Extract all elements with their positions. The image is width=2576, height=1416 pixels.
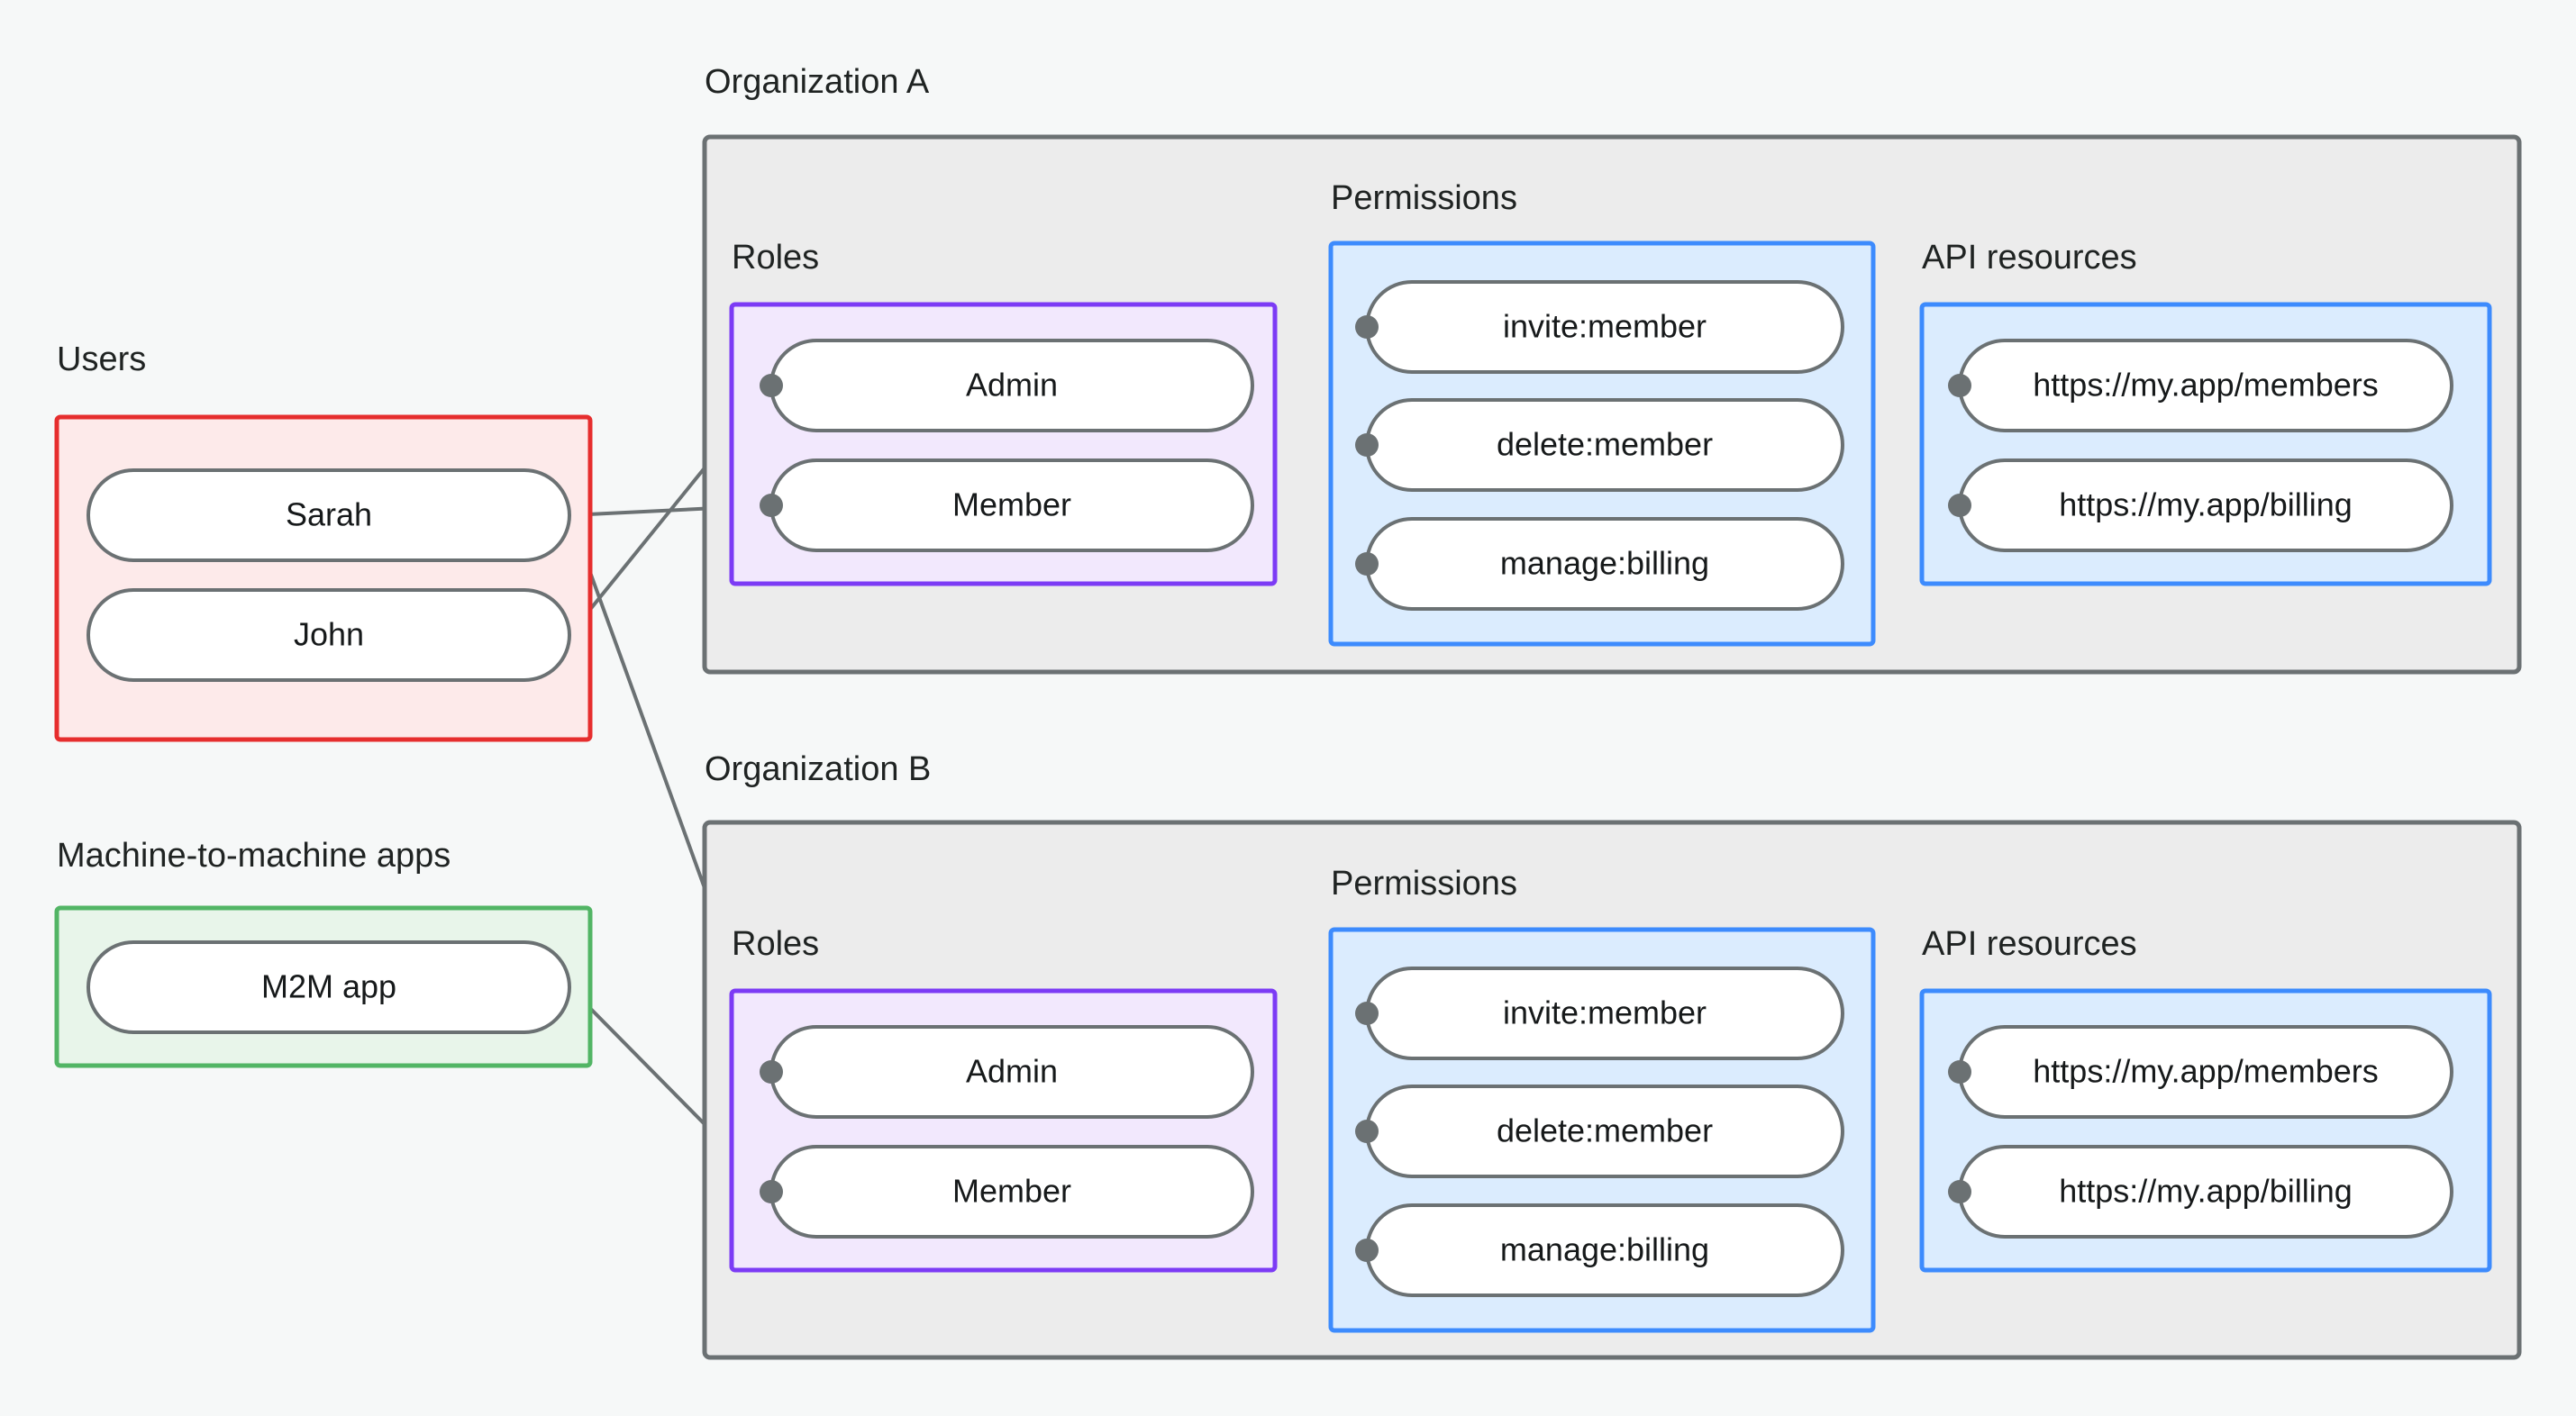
org-a-resource-billing[interactable]: https://my.app/billing xyxy=(1958,458,2453,552)
dot-org-a-resource-billing-in xyxy=(1948,494,1971,517)
organization-a-title: Organization A xyxy=(705,63,930,101)
organization-a-section: Organization A Permissions Roles API res… xyxy=(702,63,2522,675)
dot-org-b-billing-in xyxy=(1355,1239,1379,1262)
user-john-label: John xyxy=(294,616,364,653)
org-a-resource-members-label: https://my.app/members xyxy=(2033,367,2378,404)
org-b-resource-billing-label: https://my.app/billing xyxy=(2059,1173,2353,1210)
org-a-permission-delete-member[interactable]: delete:member xyxy=(1365,398,1844,492)
dot-org-a-admin-in xyxy=(760,374,783,397)
org-a-role-member[interactable]: Member xyxy=(769,458,1254,552)
org-a-permission-invite-member-label: invite:member xyxy=(1503,308,1707,345)
org-b-resource-members-label: https://my.app/members xyxy=(2033,1053,2378,1090)
dot-org-b-resource-members-in xyxy=(1948,1060,1971,1084)
org-a-permission-invite-member[interactable]: invite:member xyxy=(1365,280,1844,374)
organization-b-title: Organization B xyxy=(705,750,931,788)
org-a-role-admin[interactable]: Admin xyxy=(769,339,1254,432)
m2m-title: Machine-to-machine apps xyxy=(57,837,451,875)
org-a-permission-manage-billing[interactable]: manage:billing xyxy=(1365,517,1844,611)
organization-b-section: Organization B Permissions Roles API res… xyxy=(702,750,2522,1360)
org-a-resource-members[interactable]: https://my.app/members xyxy=(1958,339,2453,432)
m2m-app-pill[interactable] xyxy=(86,940,571,1034)
m2m-section: Machine-to-machine apps M2M app xyxy=(54,837,593,1068)
org-b-role-member[interactable]: Member xyxy=(769,1145,1254,1239)
org-b-permission-delete-member[interactable]: delete:member xyxy=(1365,1085,1844,1178)
dot-org-a-resource-members-in xyxy=(1948,374,1971,397)
org-a-api-resources-title: API resources xyxy=(1922,239,2137,277)
dot-org-a-invite-in xyxy=(1355,315,1379,339)
org-b-resource-members[interactable]: https://my.app/members xyxy=(1958,1025,2453,1119)
user-sarah-pill[interactable] xyxy=(86,468,571,562)
org-b-resource-billing[interactable]: https://my.app/billing xyxy=(1958,1145,2453,1239)
dot-org-a-billing-in xyxy=(1355,552,1379,576)
org-b-roles-title: Roles xyxy=(732,925,819,963)
dot-org-b-member-in xyxy=(760,1180,783,1203)
org-b-permission-manage-billing[interactable]: manage:billing xyxy=(1365,1203,1844,1297)
m2m-app-node[interactable]: M2M app xyxy=(86,940,571,1034)
org-a-roles-title: Roles xyxy=(732,239,819,277)
org-b-role-admin-label: Admin xyxy=(966,1053,1058,1090)
connection-endpoint-dots xyxy=(760,315,1971,1262)
dot-org-b-admin-in xyxy=(760,1060,783,1084)
user-john[interactable]: John xyxy=(86,588,571,682)
org-a-permissions-title: Permissions xyxy=(1331,179,1517,217)
m2m-app-label: M2M app xyxy=(261,968,396,1005)
org-b-role-admin[interactable]: Admin xyxy=(769,1025,1254,1119)
org-a-permission-manage-billing-label: manage:billing xyxy=(1500,545,1709,582)
user-sarah-label: Sarah xyxy=(286,496,372,533)
dot-org-b-invite-in xyxy=(1355,1002,1379,1025)
org-b-permission-invite-member-label: invite:member xyxy=(1503,994,1707,1031)
dot-org-b-resource-billing-in xyxy=(1948,1180,1971,1203)
org-b-permission-invite-member[interactable]: invite:member xyxy=(1365,967,1844,1060)
dot-org-a-member-in xyxy=(760,494,783,517)
users-box xyxy=(54,414,593,742)
dot-org-b-delete-in xyxy=(1355,1120,1379,1143)
users-title: Users xyxy=(57,340,146,378)
org-a-role-member-label: Member xyxy=(952,486,1071,523)
dot-org-a-delete-in xyxy=(1355,433,1379,457)
users-section: Users Sarah John xyxy=(54,340,593,742)
org-a-role-admin-label: Admin xyxy=(966,367,1058,404)
org-a-permission-delete-member-label: delete:member xyxy=(1497,426,1713,463)
org-b-api-resources-title: API resources xyxy=(1922,925,2137,963)
org-b-permission-delete-member-label: delete:member xyxy=(1497,1112,1713,1149)
user-john-pill[interactable] xyxy=(86,588,571,682)
user-sarah[interactable]: Sarah xyxy=(86,468,571,562)
org-a-resource-billing-label: https://my.app/billing xyxy=(2059,486,2353,523)
org-b-role-member-label: Member xyxy=(952,1173,1071,1210)
org-b-permission-manage-billing-label: manage:billing xyxy=(1500,1231,1709,1268)
org-b-permissions-title: Permissions xyxy=(1331,865,1517,903)
